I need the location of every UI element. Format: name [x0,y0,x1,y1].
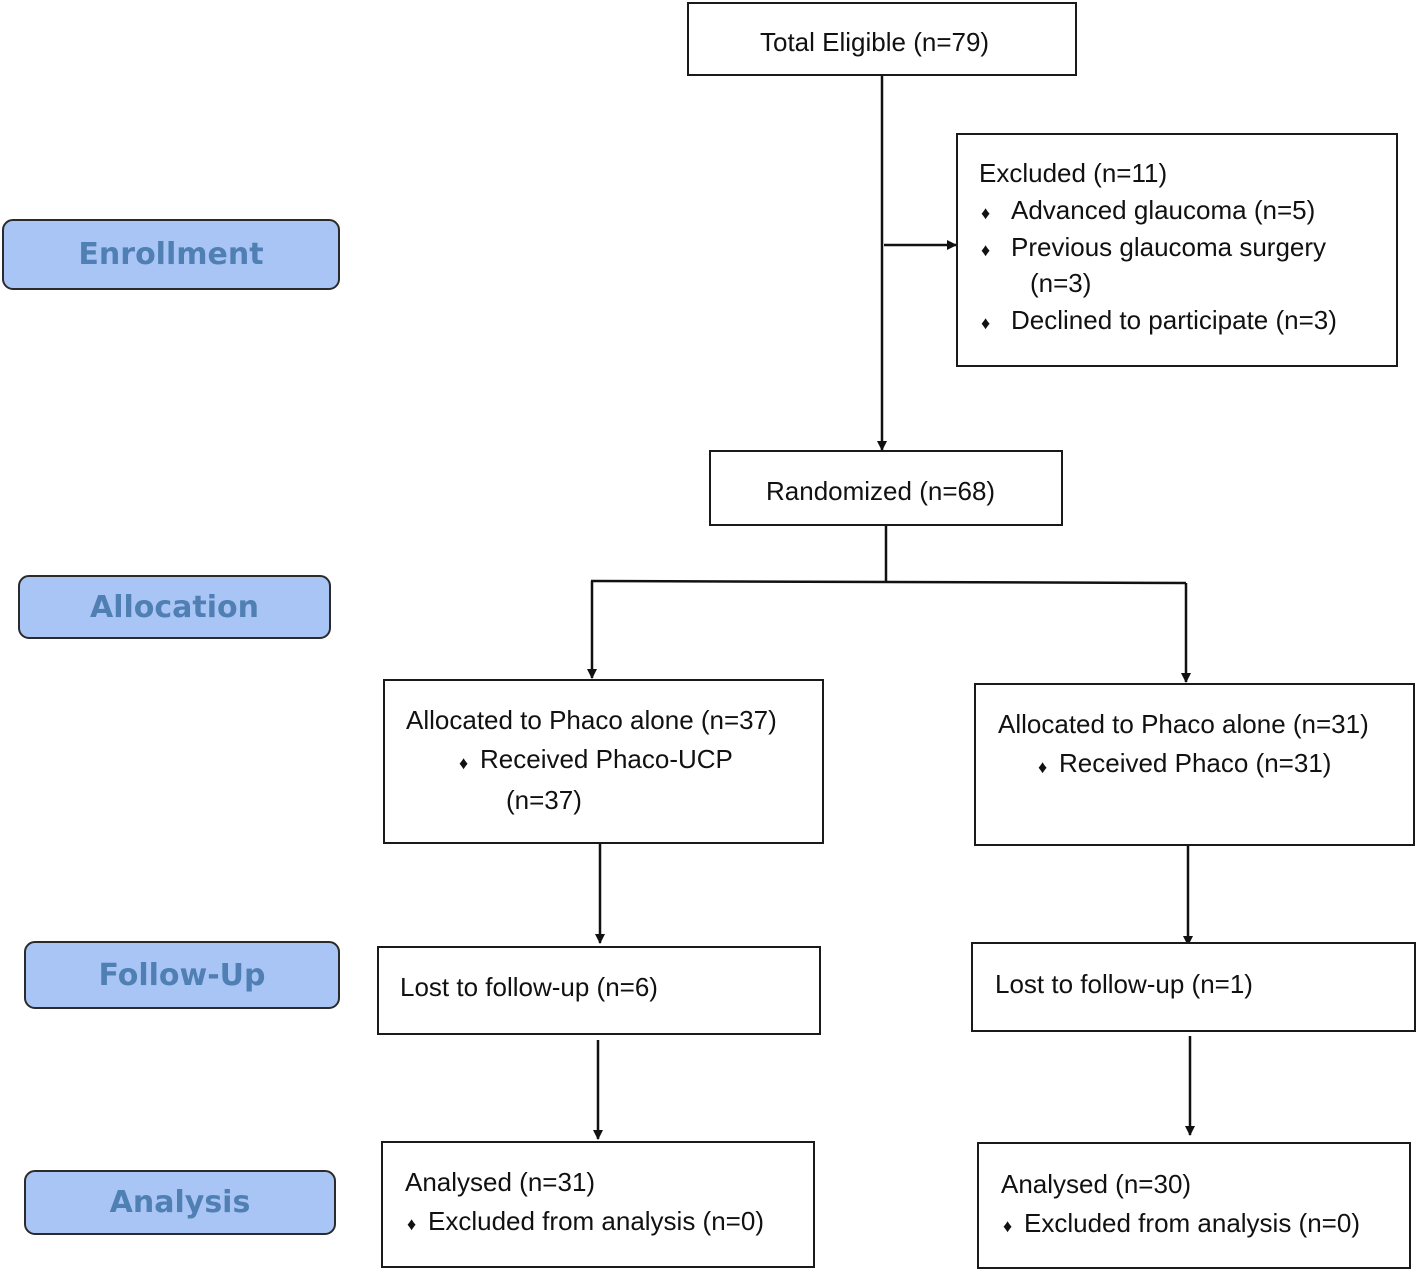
right-allocation-box: Allocated to Phaco alone (n=31) ♦ Receiv… [974,683,1415,846]
bullet-icon: ♦ [459,753,469,773]
stage-enrollment-label: Enrollment [78,237,264,272]
randomized-text: Randomized (n=68) [766,476,996,506]
right-allocated-text: Allocated to Phaco alone (n=31) [998,709,1369,739]
stage-enrollment: Enrollment [2,219,340,290]
stage-allocation: Allocation [18,575,331,639]
left-analysis-box: Analysed (n=31) ♦ Excluded from analysis… [381,1141,815,1268]
right-lost-text: Lost to follow-up (n=1) [995,969,1253,999]
bullet-icon: ♦ [1038,757,1048,777]
right-analysed-text: Analysed (n=30) [1001,1169,1192,1199]
right-followup-box: Lost to follow-up (n=1) [971,942,1416,1032]
left-excluded-text: Excluded from analysis (n=0) [428,1206,764,1236]
left-received-count: (n=37) [506,785,582,815]
left-received-text: Received Phaco-UCP [480,744,733,774]
right-excluded-text: Excluded from analysis (n=0) [1024,1208,1360,1238]
split-line [590,579,1187,585]
excluded-box: Excluded (n=11) ♦ Advanced glaucoma (n=5… [956,133,1398,367]
stage-analysis: Analysis [24,1170,336,1235]
excluded-item: Advanced glaucoma (n=5) [1011,195,1316,225]
stage-follow-up: Follow-Up [24,941,340,1009]
right-received-text: Received Phaco (n=31) [1059,748,1332,778]
total-eligible-text: Total Eligible (n=79) [760,27,990,57]
stage-analysis-label: Analysis [109,1185,251,1220]
excluded-item: Declined to participate (n=3) [1011,305,1337,335]
left-allocation-box: Allocated to Phaco alone (n=37) ♦ Receiv… [383,679,824,844]
bullet-icon: ♦ [981,203,991,223]
bullet-icon: ♦ [981,240,991,260]
excluded-item-count: (n=3) [1030,268,1092,298]
stage-allocation-label: Allocation [89,589,259,625]
excluded-item: Previous glaucoma surgery [1011,232,1327,262]
right-analysis-box: Analysed (n=30) ♦ Excluded from analysis… [977,1142,1411,1269]
stage-follow-up-label: Follow-Up [98,957,266,993]
randomized-box: Randomized (n=68) [709,450,1063,526]
left-lost-text: Lost to follow-up (n=6) [400,972,658,1002]
total-eligible-box: Total Eligible (n=79) [687,2,1077,76]
bullet-icon: ♦ [1003,1216,1013,1236]
bullet-icon: ♦ [407,1214,417,1234]
left-analysed-text: Analysed (n=31) [405,1167,596,1197]
left-followup-box: Lost to follow-up (n=6) [377,946,821,1035]
left-allocated-text: Allocated to Phaco alone (n=37) [406,705,777,735]
excluded-title: Excluded (n=11) [979,158,1168,188]
bullet-icon: ♦ [981,313,991,333]
